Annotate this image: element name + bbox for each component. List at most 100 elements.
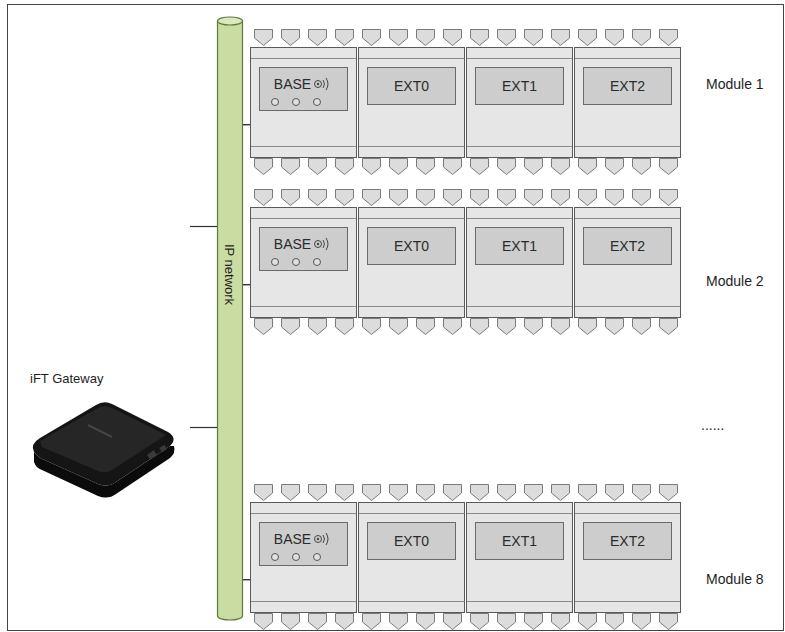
block-rim <box>467 218 572 219</box>
block-rim <box>359 218 464 219</box>
label-panel: EXT0 <box>367 227 456 265</box>
status-led <box>272 554 279 561</box>
extension-module: EXT1 <box>466 207 573 318</box>
block-rim <box>359 513 464 514</box>
module-name: EXT2 <box>610 238 645 254</box>
label-panel: EXT2 <box>583 67 672 105</box>
block-rim <box>575 218 680 219</box>
base-module: BASE <box>250 47 357 158</box>
module-name: EXT2 <box>610 533 645 549</box>
extension-module: EXT0 <box>358 207 465 318</box>
wireless-dot <box>315 81 322 88</box>
block-rim <box>467 513 572 514</box>
module-name: EXT1 <box>502 238 537 254</box>
block-rim <box>359 146 464 147</box>
led-row <box>270 97 330 107</box>
status-led <box>314 99 321 106</box>
label-panel: EXT1 <box>475 522 564 560</box>
block-rim <box>251 513 356 514</box>
label-panel: EXT1 <box>475 67 564 105</box>
wireless-wave <box>323 535 325 543</box>
label-panel: EXT1 <box>475 227 564 265</box>
block-rim <box>575 601 680 602</box>
frame-border <box>8 5 784 631</box>
status-led <box>272 99 279 106</box>
label-panel: EXT0 <box>367 67 456 105</box>
terminal-strip <box>250 484 682 502</box>
base-module: BASE <box>250 207 357 318</box>
extension-module: EXT1 <box>466 502 573 613</box>
device-label: iFT Gateway <box>30 371 103 386</box>
module-label: Module 8 <box>706 571 764 587</box>
block-rim <box>359 306 464 307</box>
module-name: EXT1 <box>502 78 537 94</box>
module-name: BASE <box>274 236 311 252</box>
wireless-icon <box>313 236 333 252</box>
status-led <box>314 259 321 266</box>
block-rim <box>251 306 356 307</box>
wireless-dot <box>315 241 322 248</box>
block-rim <box>575 58 680 59</box>
label-panel: BASE <box>259 67 348 111</box>
extension-module: EXT0 <box>358 502 465 613</box>
block-rim <box>467 306 572 307</box>
terminal-strip <box>250 158 682 176</box>
module-name: EXT1 <box>502 533 537 549</box>
block-rim <box>467 146 572 147</box>
module-name: BASE <box>274 531 311 547</box>
module-name: EXT2 <box>610 78 645 94</box>
module-label: Module 1 <box>706 76 764 92</box>
block-rim <box>575 513 680 514</box>
block-rim <box>575 146 680 147</box>
wireless-dot <box>317 243 319 245</box>
block-rim <box>359 601 464 602</box>
block-rim <box>467 601 572 602</box>
led-row <box>270 552 330 562</box>
module-name: BASE <box>274 76 311 92</box>
extension-module: EXT2 <box>574 502 681 613</box>
extension-module: EXT0 <box>358 47 465 158</box>
module-name: EXT0 <box>394 533 429 549</box>
wireless-wave <box>326 533 328 545</box>
network-stub <box>190 427 218 428</box>
label-panel: EXT2 <box>583 227 672 265</box>
status-led <box>293 99 300 106</box>
block-rim <box>251 58 356 59</box>
led-row <box>270 257 330 267</box>
label-panel: EXT0 <box>367 522 456 560</box>
terminal-strip <box>250 189 682 207</box>
terminal-strip <box>250 613 682 631</box>
module-name: EXT0 <box>394 238 429 254</box>
network-link <box>243 579 250 580</box>
wireless-icon <box>313 531 333 547</box>
status-led <box>272 259 279 266</box>
network-link <box>243 124 250 125</box>
block-rim <box>467 58 572 59</box>
block-rim <box>575 306 680 307</box>
gateway-device <box>33 402 175 497</box>
label-panel: EXT2 <box>583 522 672 560</box>
wireless-dot <box>317 83 319 85</box>
label-panel: BASE <box>259 227 348 271</box>
continuation-dots: ...... <box>701 417 724 433</box>
wireless-wave <box>323 240 325 248</box>
wireless-icon <box>313 76 333 92</box>
wireless-dot <box>317 538 319 540</box>
network-link <box>243 284 250 285</box>
label-panel: BASE <box>259 522 348 566</box>
network-stub <box>190 226 218 227</box>
status-led <box>293 554 300 561</box>
terminal-strip <box>250 318 682 336</box>
status-led <box>293 259 300 266</box>
cylinder-body <box>218 21 243 620</box>
block-rim <box>359 58 464 59</box>
network-cylinder: IP network <box>216 16 244 622</box>
network-label: IP network <box>223 243 238 304</box>
wireless-wave <box>323 80 325 88</box>
cylinder-shape <box>216 16 244 622</box>
base-module: BASE <box>250 502 357 613</box>
wireless-wave <box>326 78 328 90</box>
wireless-wave <box>326 238 328 250</box>
module-label: Module 2 <box>706 273 764 289</box>
terminal-strip <box>250 29 682 47</box>
